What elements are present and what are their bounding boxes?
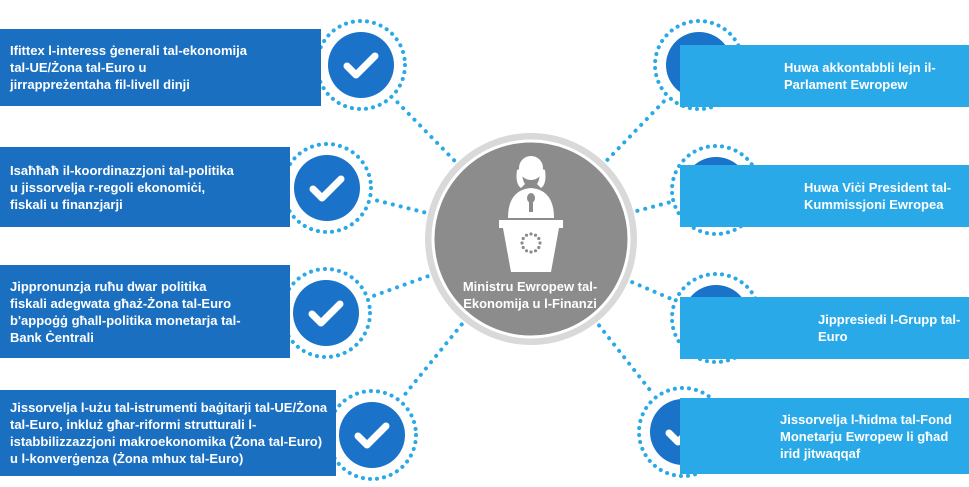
connector-line bbox=[597, 323, 656, 397]
connector-line bbox=[400, 322, 464, 400]
eu-stars-icon bbox=[520, 232, 542, 254]
responsibility-text-1: Ifittex l-interess ġenerali tal-ekonomij… bbox=[10, 43, 247, 92]
role-box-3: Jippresiedi l-Grupp tal-Euro bbox=[680, 297, 969, 359]
responsibility-text-4: Jissorvelja l-użu tal-istrumenti baġitar… bbox=[10, 400, 328, 466]
connector-line bbox=[369, 274, 430, 299]
responsibility-box-3: Jippronunzja ruħu dwar politika fiskali … bbox=[0, 265, 290, 358]
responsibility-box-4: Jissorvelja l-użu tal-istrumenti baġitar… bbox=[0, 390, 336, 476]
responsibility-box-2: Isaħħaħ il-koordinazzjoni tal-politika u… bbox=[0, 147, 290, 227]
checkmark-icon bbox=[281, 142, 373, 234]
minister-at-podium-icon bbox=[499, 156, 563, 272]
checkmark-icon bbox=[315, 19, 407, 111]
role-text-4: Jissorvelja l-ħidma tal-Fond Monetarju E… bbox=[780, 411, 952, 461]
connector-line bbox=[605, 97, 668, 162]
responsibility-box-1: Ifittex l-interess ġenerali tal-ekonomij… bbox=[0, 29, 321, 106]
connector-lines bbox=[369, 97, 674, 400]
center-label: Ministru Ewropew tal-Ekonomija u l-Finan… bbox=[462, 279, 598, 311]
role-box-2: Huwa Viċi President tal-Kummissjoni Ewro… bbox=[680, 165, 969, 227]
role-text-3: Jippresiedi l-Grupp tal-Euro bbox=[818, 312, 961, 344]
connector-line bbox=[630, 280, 674, 302]
role-box-1: Huwa akkontabbli lejn il-Parlament Ewrop… bbox=[680, 45, 969, 107]
checkmark-icon bbox=[326, 389, 418, 481]
connector-line bbox=[371, 197, 427, 215]
responsibility-text-2: Isaħħaħ il-koordinazzjoni tal-politika u… bbox=[10, 162, 234, 212]
responsibility-text-3: Jippronunzja ruħu dwar politika fiskali … bbox=[10, 278, 241, 345]
role-text-2: Huwa Viċi President tal-Kummissjoni Ewro… bbox=[804, 180, 952, 212]
connector-line bbox=[392, 97, 457, 163]
connector-line bbox=[635, 200, 672, 213]
role-box-4: Jissorvelja l-ħidma tal-Fond Monetarju E… bbox=[680, 398, 969, 474]
role-text-1: Huwa akkontabbli lejn il-Parlament Ewrop… bbox=[784, 60, 936, 92]
checkmark-icon bbox=[280, 267, 372, 359]
